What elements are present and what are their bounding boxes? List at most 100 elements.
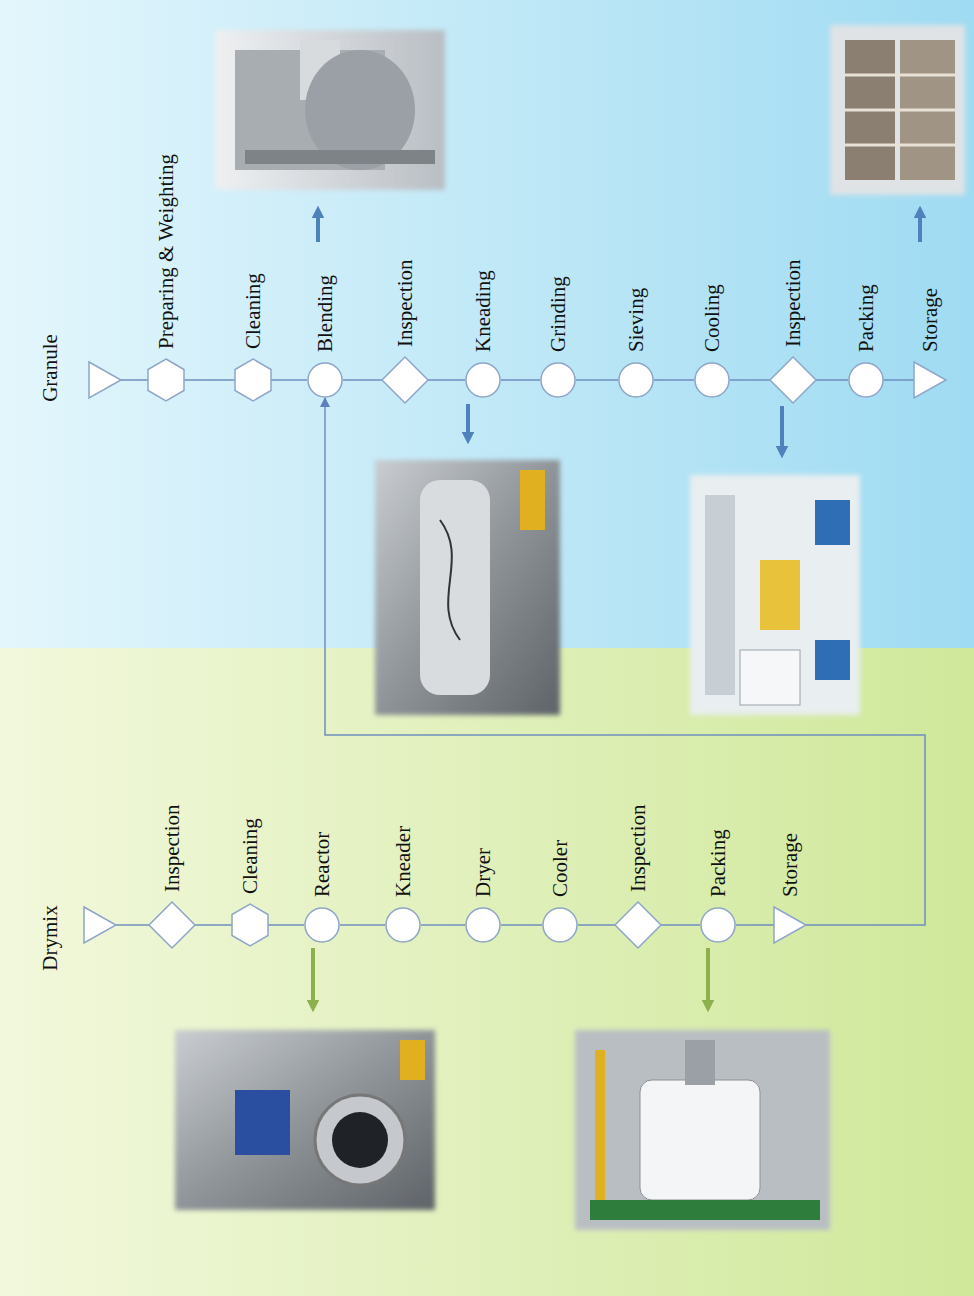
inspection-diamond: Inspection [615, 902, 661, 948]
process-circle-outline [307, 362, 343, 398]
step-label: Cleaning [241, 273, 265, 349]
process-circle-outline [618, 362, 654, 398]
process-circle-outline [385, 907, 421, 943]
flow-connector [184, 379, 235, 381]
storage-triangle-outline [914, 362, 946, 398]
step-label: Grinding [546, 276, 570, 352]
start-triangle [89, 362, 121, 398]
flow-line [121, 379, 148, 381]
preparation-hexagon-outline [148, 359, 184, 401]
process-circle-outline [465, 362, 501, 398]
flow-connector [816, 379, 848, 381]
step-label: Cooling [700, 284, 724, 352]
process-circle-outline [700, 907, 736, 943]
process-circle: Cooler [542, 907, 578, 943]
process-circle: Grinding [540, 362, 576, 398]
step-label: Kneader [391, 826, 415, 897]
warehouse-photo [830, 25, 965, 195]
process-circle: Reactor [304, 907, 340, 943]
inspection-diamond-outline [770, 357, 816, 403]
flow-connector [884, 379, 914, 381]
step-label: Storage [918, 288, 942, 352]
flow-connector [730, 379, 770, 381]
process-circle: Packing [700, 907, 736, 943]
photo-arrow [311, 948, 315, 1006]
step-label: Inspection [393, 260, 417, 347]
inspection-diamond: Inspection [770, 357, 816, 403]
step-label: Dryer [471, 848, 495, 897]
step-label: Sieving [624, 288, 648, 352]
step-label: Packing [706, 829, 730, 897]
preparation-hexagon-outline [235, 359, 271, 401]
process-circle-outline [540, 362, 576, 398]
flow-connector [268, 924, 304, 926]
inspection-diamond-outline [149, 902, 195, 948]
step-label: Cleaning [238, 818, 262, 894]
line-title: Granule [38, 334, 62, 402]
photo-arrow [466, 404, 470, 438]
inspection-diamond: Inspection [382, 357, 428, 403]
process-circle-outline [304, 907, 340, 943]
step-label: Kneading [471, 270, 495, 352]
flow-connector [195, 924, 232, 926]
step-label: Inspection [781, 260, 805, 347]
step-label: Storage [778, 833, 802, 897]
storage-triangle: Storage [914, 362, 946, 398]
photo-arrow [316, 212, 320, 242]
flow-line [116, 924, 149, 926]
step-label: Blending [313, 275, 337, 352]
flow-connector [421, 924, 465, 926]
start-triangle [84, 907, 116, 943]
kneader-photo [375, 460, 560, 715]
flow-connector [343, 379, 382, 381]
drymix-band [0, 648, 974, 1296]
photo-arrow [706, 948, 710, 1006]
preparation-hexagon-outline [232, 904, 268, 946]
bagging-photo [575, 1030, 830, 1230]
flow-connector [501, 379, 540, 381]
reactor-photo [175, 1030, 435, 1210]
flow-connector [654, 379, 694, 381]
process-circle: Kneader [385, 907, 421, 943]
preparation-hexagon: Cleaning [235, 359, 271, 401]
line-title: Drymix [38, 905, 62, 970]
process-circle: Sieving [618, 362, 654, 398]
inspection-diamond-outline [615, 902, 661, 948]
step-label: Inspection [626, 805, 650, 892]
photo-arrow [918, 212, 922, 242]
flow-connector [325, 398, 925, 925]
flow-connector [271, 379, 307, 381]
storage-triangle-outline [774, 907, 806, 943]
flow-connector [501, 924, 542, 926]
photo-arrow [780, 406, 784, 452]
process-circle-outline [542, 907, 578, 943]
process-circle: Packing [848, 362, 884, 398]
process-circle-outline [694, 362, 730, 398]
flow-connector [578, 924, 615, 926]
step-label: Preparing & Weighting [154, 154, 178, 349]
laboratory-photo [690, 475, 860, 715]
preparation-hexagon: Cleaning [232, 904, 268, 946]
process-circle-outline [848, 362, 884, 398]
inspection-diamond-outline [382, 357, 428, 403]
preparation-hexagon: Preparing & Weighting [148, 359, 184, 401]
blender-photo [215, 30, 445, 190]
process-circle: Dryer [465, 907, 501, 943]
step-label: Packing [854, 284, 878, 352]
step-label: Cooler [548, 840, 572, 897]
flow-connector [576, 379, 618, 381]
inspection-diamond: Inspection [149, 902, 195, 948]
flow-connector [428, 379, 465, 381]
storage-triangle: Storage [774, 907, 806, 943]
flow-connector [736, 924, 774, 926]
flow-connector [340, 924, 385, 926]
step-label: Inspection [160, 805, 184, 892]
step-label: Reactor [310, 832, 334, 897]
process-circle: Kneading [465, 362, 501, 398]
process-circle: Blending [307, 362, 343, 398]
process-circle: Cooling [694, 362, 730, 398]
process-circle-outline [465, 907, 501, 943]
flow-connector [661, 924, 700, 926]
